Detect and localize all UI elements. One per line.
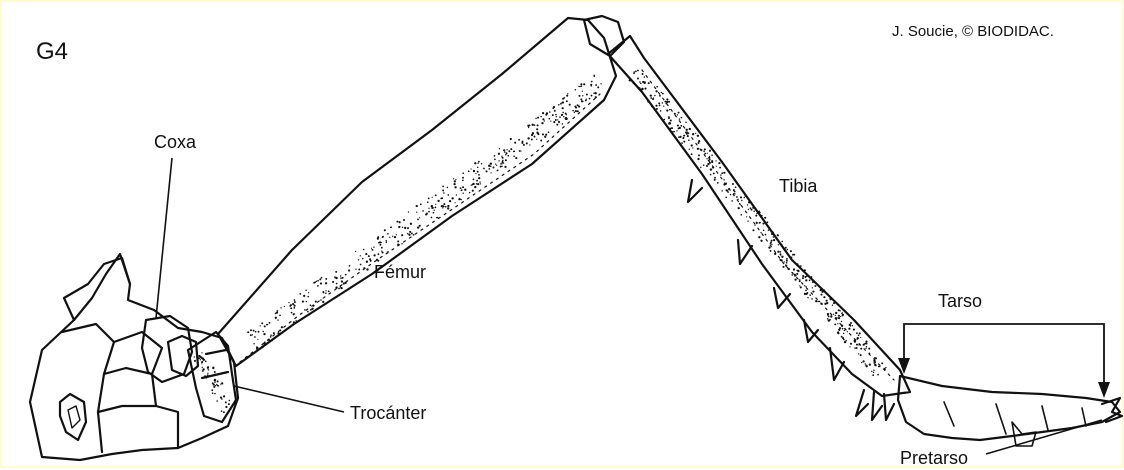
coxa-inner-ring	[168, 336, 198, 376]
label-tibia: Tibia	[779, 177, 817, 195]
tibia-stipple	[629, 70, 887, 376]
thorax-segment-line	[156, 406, 178, 448]
tibia-spur	[884, 394, 894, 420]
trochanter-outline	[188, 332, 236, 422]
tibia-spine	[738, 240, 752, 264]
coxa-outline	[142, 316, 192, 382]
thorax-outline	[30, 258, 238, 460]
trocanter-leader-line	[234, 386, 344, 412]
tibia-outline	[608, 36, 910, 396]
label-tarso: Tarso	[938, 292, 982, 310]
label-femur: Fémur	[374, 263, 426, 281]
tarsus-outline	[898, 376, 1120, 440]
label-trocanter: Trocánter	[350, 404, 426, 422]
tibia-spine	[688, 180, 702, 202]
femur-stipple	[247, 75, 602, 351]
tarso-arrow-right	[1098, 382, 1110, 398]
thorax-segment-line	[98, 368, 156, 412]
label-coxa: Coxa	[154, 133, 196, 151]
coxa-leader-line	[156, 158, 172, 318]
thorax-segment-line	[114, 332, 162, 374]
spiracle-inner	[68, 406, 80, 428]
spiracle	[60, 394, 86, 440]
tarso-bracket	[904, 324, 1104, 392]
thorax-segment-line	[62, 324, 114, 452]
label-pretarso: Pretarso	[900, 449, 968, 467]
tibia-spur	[856, 390, 868, 416]
femur-outline	[218, 18, 616, 366]
credit-line: J. Soucie, © BIODIDAC.	[892, 24, 1054, 39]
panel-id: G4	[36, 40, 68, 64]
